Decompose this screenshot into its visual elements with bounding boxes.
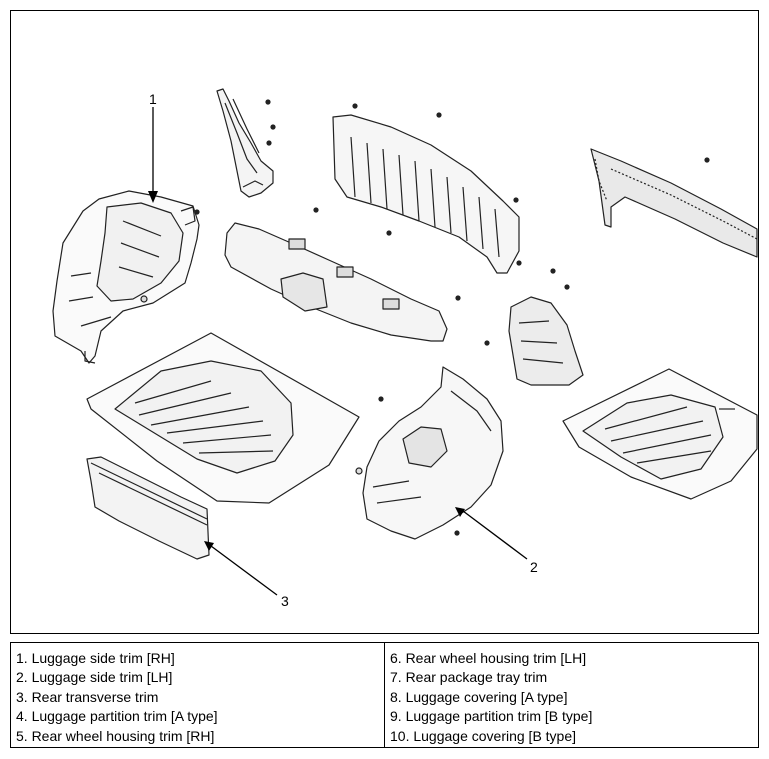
luggage-side-trim-lh-part bbox=[355, 366, 504, 540]
diagram-drawing bbox=[52, 88, 758, 596]
legend-item: 6. Rear wheel housing trim [LH] bbox=[390, 650, 587, 666]
exploded-diagram: 1 2 3 bbox=[10, 10, 759, 634]
luggage-covering-b-part bbox=[562, 368, 758, 500]
legend-item: 5. Rear wheel housing trim [RH] bbox=[16, 727, 215, 744]
callout-1-label: 1 bbox=[149, 91, 157, 107]
callout-2-label: 2 bbox=[530, 559, 538, 575]
legend-column-left: 1. Luggage side trim [RH] 2. Luggage sid… bbox=[11, 643, 384, 747]
callout-2-arrowhead bbox=[455, 507, 465, 517]
rear-wheel-housing-trim-lh-part bbox=[484, 268, 584, 386]
luggage-partition-trim-b-part bbox=[590, 148, 758, 258]
rear-wheel-housing-trim-rh-part bbox=[216, 88, 276, 198]
luggage-side-trim-rh-part bbox=[52, 190, 200, 364]
callout-3-label: 3 bbox=[281, 593, 289, 609]
legend-item: 4. Luggage partition trim [A type] bbox=[16, 708, 218, 725]
callout-3-leader bbox=[210, 545, 278, 596]
legend-item: 7. Rear package tray trim bbox=[390, 669, 548, 686]
callout-1-arrowhead bbox=[148, 191, 158, 203]
legend-item: 8. Luggage covering [A type] bbox=[390, 688, 568, 705]
legend-column-right: 6. Rear wheel housing trim [LH] 7. Rear … bbox=[384, 643, 758, 747]
parts-legend: 1. Luggage side trim [RH] 2. Luggage sid… bbox=[10, 642, 759, 748]
rear-transverse-trim-part bbox=[86, 456, 210, 560]
legend-item: 10. Luggage covering [B type] bbox=[390, 727, 577, 744]
rear-package-tray-trim-part bbox=[332, 103, 522, 274]
callout-2-leader bbox=[462, 510, 528, 560]
callout-leaders bbox=[148, 107, 528, 596]
legend-item: 1. Luggage side trim [RH] bbox=[16, 650, 175, 666]
callout-3-arrowhead bbox=[204, 541, 214, 551]
luggage-partition-trim-a-part bbox=[224, 207, 461, 342]
legend-item: 9. Luggage partition trim [B type] bbox=[390, 708, 593, 725]
legend-item: 3. Rear transverse trim bbox=[16, 688, 159, 705]
luggage-covering-a-part bbox=[86, 332, 360, 504]
legend-item: 2. Luggage side trim [LH] bbox=[16, 669, 173, 686]
